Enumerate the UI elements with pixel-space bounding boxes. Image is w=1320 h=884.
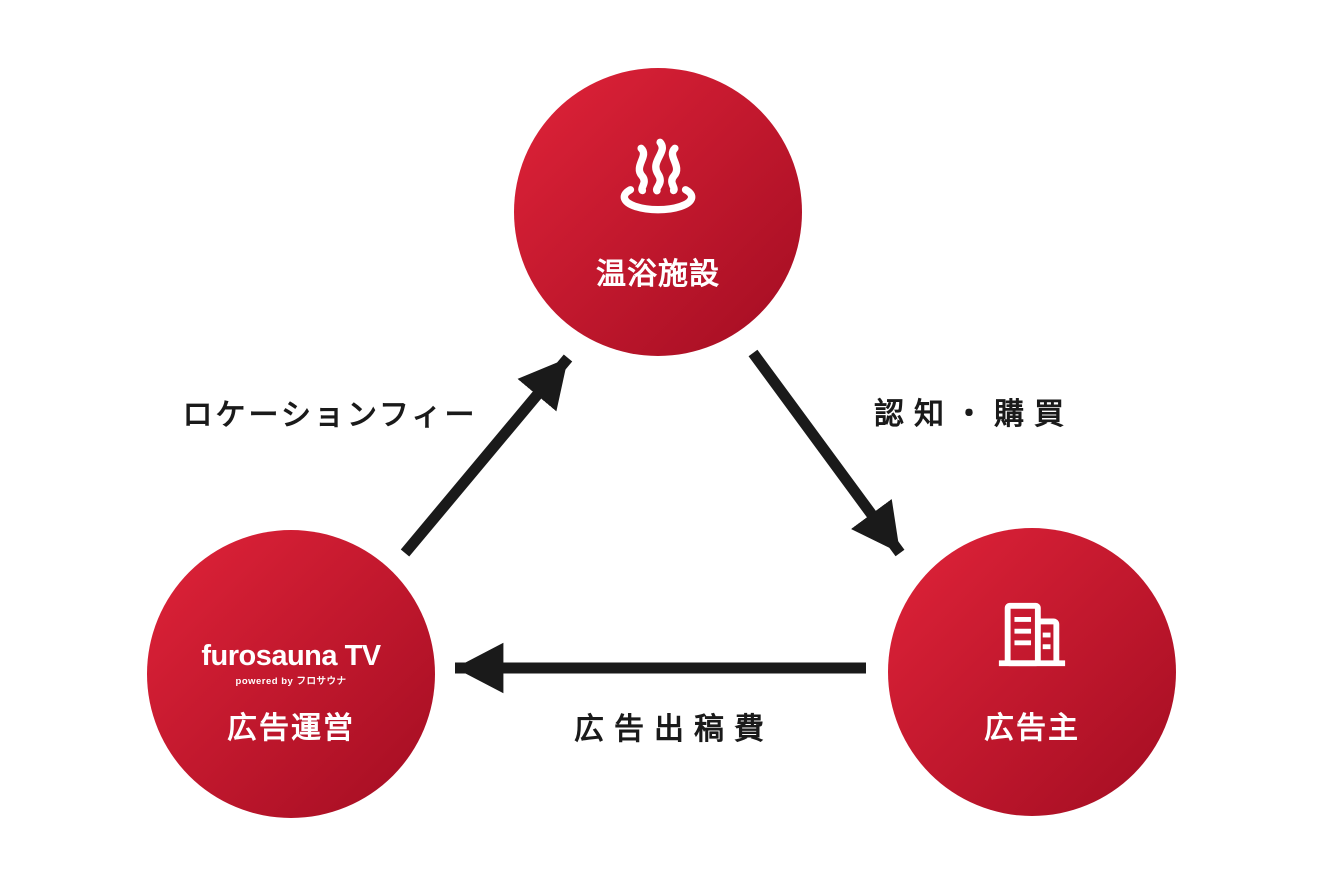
advertiser-label: 広告主 — [984, 712, 1080, 745]
node-ad-operator: furosauna TV powered by フロサウナ 広告運営 — [147, 530, 435, 818]
facility-label: 温浴施設 — [596, 258, 720, 291]
operator-label: 広告運営 — [227, 712, 355, 745]
node-bathing-facility: 温浴施設 — [514, 68, 802, 356]
furosauna-tv-logo: furosauna TV — [201, 640, 381, 672]
powered-by-text: powered by フロサウナ — [235, 676, 347, 687]
arrow-location-fee — [400, 354, 573, 557]
building-icon — [998, 602, 1066, 667]
edge-label-ad-placement-cost: 広告出稿費 — [574, 713, 774, 746]
arrow-awareness-purchase — [748, 349, 905, 557]
edge-label-location-fee: ロケーションフィー — [182, 399, 478, 432]
edge-label-awareness-purchase: 認知・購買 — [874, 398, 1074, 431]
onsen-icon — [620, 138, 696, 214]
node-advertiser: 広告主 — [888, 528, 1176, 816]
